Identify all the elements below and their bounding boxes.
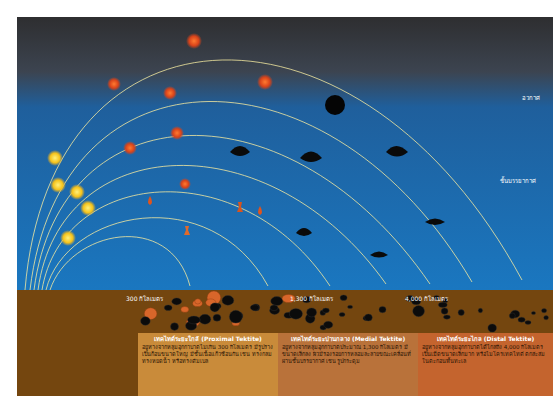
tektite-sample (141, 317, 151, 326)
tektite-sample (270, 305, 278, 311)
info-panel: เทคไทต์ระยะปานกลาง (Medial Tektite)อยู่ห… (278, 333, 418, 396)
tektite-sample (525, 321, 531, 325)
trajectories (25, 60, 522, 290)
tektite-sample (213, 314, 221, 321)
panel-heading: เทคไทต์ระยะไกล (Distal Tektite) (422, 335, 549, 343)
sky (17, 17, 553, 290)
tektite-sample (195, 299, 201, 304)
tektite-samples (141, 291, 549, 332)
tektite-sample (531, 311, 535, 314)
info-panel: เทคไทต์ระยะไกล (Distal Tektite)อยู่ห่างจ… (418, 333, 553, 396)
tektite-sample (544, 316, 549, 320)
tektite-sample (323, 308, 330, 313)
tektite-sample (271, 297, 283, 306)
layer-label: อวกาศ (522, 94, 540, 102)
tektite-sample (289, 308, 302, 319)
tektite-sample (413, 306, 425, 317)
ejecta (47, 33, 445, 258)
tektite-sample (438, 302, 447, 307)
panel-heading: เทคไทต์ระยะใกล้ (Proximal Tektite) (142, 335, 274, 343)
tektite-sample (339, 313, 345, 317)
distance-label: 1,300 กิโลเมตร (290, 295, 333, 303)
tektite-sample (222, 296, 234, 306)
tektite-sample (379, 306, 386, 312)
panel-body: อยู่ห่างจากหลุมอุกกาบาตได้ไกลถึง 4,000 ก… (422, 344, 549, 365)
tektite-sample (509, 313, 515, 319)
panel-heading: เทคไทต์ระยะปานกลาง (Medial Tektite) (282, 335, 414, 343)
panel-body: อยู่ห่างจากหลุมอุกกาบาตไม่เกิน 300 กิโลเ… (142, 344, 274, 365)
panel-body: อยู่ห่างจากหลุมอุกกาบาตประมาณ 1,300 กิโล… (282, 344, 414, 365)
tektite-sample (488, 324, 497, 332)
info-panel: เทคไทต์ระยะใกล้ (Proximal Tektite)อยู่ห่… (138, 333, 278, 396)
tektite-sample (441, 308, 448, 314)
tektite-sample (164, 305, 172, 311)
tektite-sample (250, 305, 259, 311)
tektite-sample (181, 307, 189, 313)
tektite-sample (478, 308, 482, 312)
tektite-sample (348, 305, 353, 308)
tektite-sample (199, 314, 211, 324)
ground (17, 290, 553, 396)
tektite-sample (365, 314, 373, 321)
layer-label: ชั้นบรรยากาศ (500, 177, 536, 185)
tektite-sample (188, 316, 201, 324)
distance-label: 4,000 กิโลเมตร (405, 295, 448, 303)
tektite-sample (307, 308, 317, 317)
tektite-sample (172, 298, 182, 305)
tektite-sample (518, 317, 525, 322)
tektite-sample (444, 315, 451, 319)
tektite-sample (458, 310, 464, 316)
tektite-sample (210, 303, 219, 312)
tektite-sample (542, 309, 547, 313)
tektite-sample (324, 321, 333, 328)
tektite-sample (340, 295, 347, 301)
distance-label: 300 กิโลเมตร (126, 295, 163, 303)
tektite-sample (171, 323, 179, 331)
tektite-sample (229, 310, 242, 323)
